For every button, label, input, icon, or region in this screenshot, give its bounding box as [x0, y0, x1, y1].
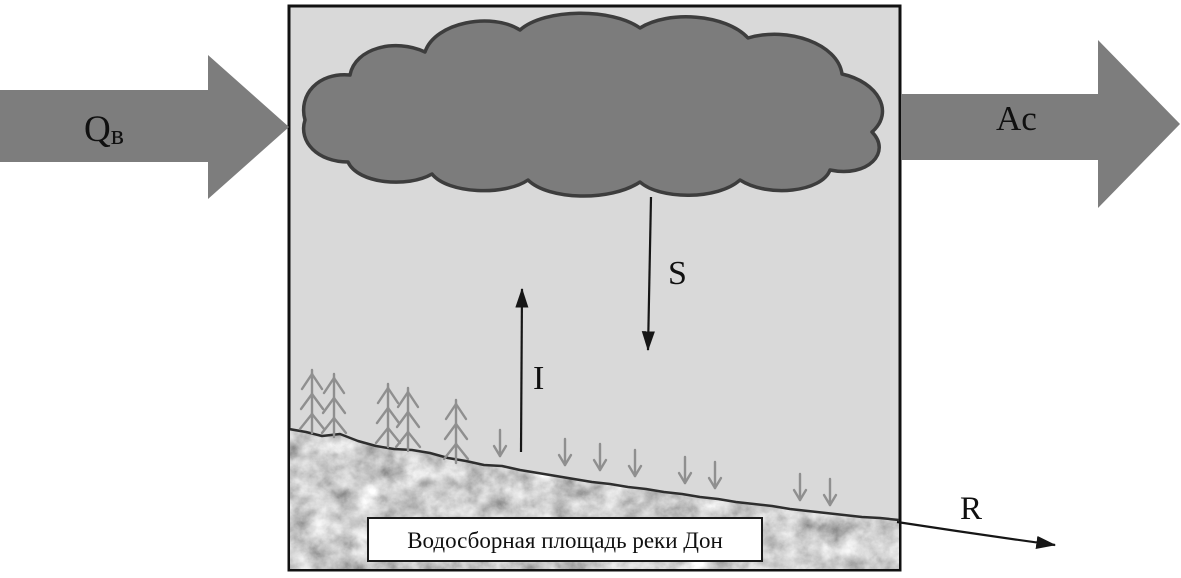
inflow-label-main: Q — [84, 109, 111, 150]
inflow-label: Qв — [84, 109, 124, 151]
watershed-caption: Водосборная площадь реки Дон — [407, 528, 723, 553]
outflow-label: Ac — [996, 99, 1037, 138]
runoff-label: R — [960, 491, 982, 527]
outflow-arrow — [901, 40, 1180, 208]
inflow-label-sub: в — [111, 120, 124, 151]
evaporation-arrow — [515, 287, 529, 453]
cloud-shape — [301, 11, 885, 198]
precipitation-arrow — [641, 196, 655, 352]
inflow-arrow — [0, 55, 289, 199]
precipitation-label: S — [668, 255, 687, 292]
evaporation-label: I — [533, 360, 544, 397]
runoff-arrow — [896, 520, 1057, 549]
caption-box — [367, 517, 763, 562]
